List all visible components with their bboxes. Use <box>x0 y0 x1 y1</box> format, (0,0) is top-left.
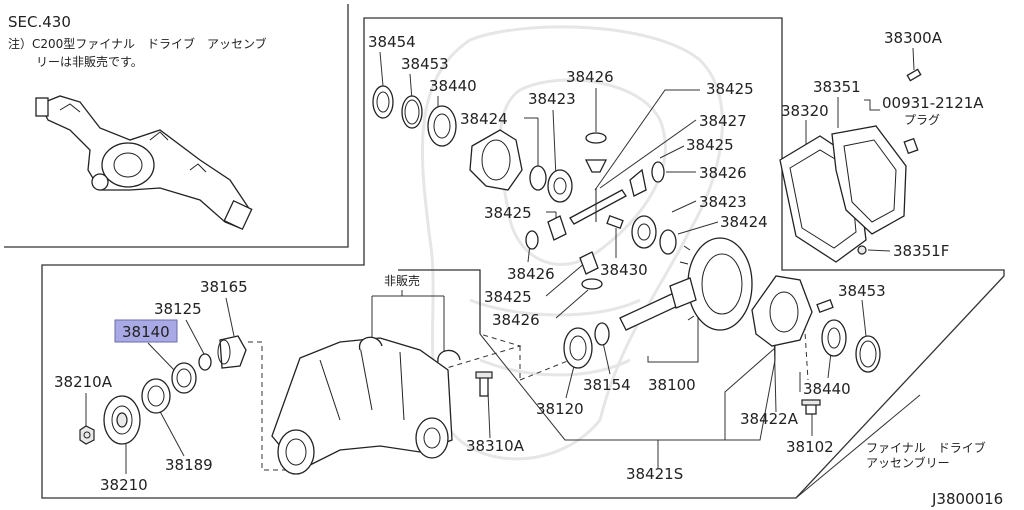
bearing-38440-right <box>821 319 847 357</box>
final-drive-line2: アッセンブリー <box>866 455 950 470</box>
part-00931-label[interactable]: 00931-2121A <box>882 94 984 112</box>
bolt-38300A <box>906 68 922 82</box>
sec-label: SEC.430 <box>8 13 71 31</box>
seal-38454 <box>372 85 394 119</box>
washer-38426-a <box>585 132 607 144</box>
washer-38426-d <box>581 278 603 290</box>
part-38425-c-label[interactable]: 38425 <box>484 204 532 222</box>
part-38453-top-label[interactable]: 38453 <box>401 55 449 73</box>
washer-38125 <box>198 353 212 371</box>
oil-seal-38189 <box>141 378 171 414</box>
shim-38453-top <box>401 95 423 129</box>
pinion-gear-38425-d <box>579 251 599 275</box>
side-gear-38424-a <box>529 165 547 191</box>
diagram-code: J3800016 <box>931 490 1003 508</box>
lock-pin-38430 <box>606 215 624 229</box>
bearing-caps <box>358 336 461 363</box>
part-38210-label[interactable]: 38210 <box>100 476 148 494</box>
part-38310A-label[interactable]: 38310A <box>466 437 525 455</box>
part-38426-c-label[interactable]: 38426 <box>507 265 555 283</box>
pinion-shaft-38427 <box>569 188 627 225</box>
part-38421S-label[interactable]: 38421S <box>626 465 683 483</box>
part-38210A-label[interactable]: 38210A <box>54 373 113 391</box>
part-38125-label[interactable]: 38125 <box>154 300 202 318</box>
part-38120-label[interactable]: 38120 <box>536 400 584 418</box>
plug-00931 <box>903 137 919 155</box>
differential-case-right <box>751 275 813 347</box>
companion-flange-38210 <box>103 395 141 445</box>
bolt-38310A <box>475 371 493 397</box>
inset-note-line2: リーは非販売です。 <box>36 54 143 69</box>
carrier-housing <box>271 337 453 475</box>
pinion-gear-38425-c <box>547 215 567 241</box>
part-38423-a-label[interactable]: 38423 <box>528 90 576 108</box>
differential-group-bracket <box>398 269 481 334</box>
plug-label: プラグ <box>904 113 940 127</box>
part-38189-label[interactable]: 38189 <box>165 456 213 474</box>
part-38320-label[interactable]: 38320 <box>781 102 829 120</box>
part-38440-right-label[interactable]: 38440 <box>803 380 851 398</box>
bolt-38422A <box>816 299 834 313</box>
part-38102-label[interactable]: 38102 <box>786 438 834 456</box>
part-38425-b-label[interactable]: 38425 <box>686 136 734 154</box>
part-38424-b-label[interactable]: 38424 <box>720 213 768 231</box>
part-38430-label[interactable]: 38430 <box>600 261 648 279</box>
part-38100-label[interactable]: 38100 <box>648 376 696 394</box>
pinion-gear-38425-b <box>629 168 647 197</box>
nut-38210A <box>79 425 95 445</box>
part-38440-top-label[interactable]: 38440 <box>429 77 477 95</box>
rear-axle-illustration <box>35 95 253 231</box>
part-38426-d-label[interactable]: 38426 <box>492 311 540 329</box>
part-38154-label[interactable]: 38154 <box>583 376 631 394</box>
bearing-38440-top <box>427 105 457 147</box>
bolt-38102 <box>801 399 821 415</box>
drive-pinion-38100 <box>619 277 697 331</box>
part-38140-label[interactable]: 38140 <box>122 323 170 341</box>
part-38423-b-label[interactable]: 38423 <box>699 193 747 211</box>
washer-38426-c <box>525 230 539 250</box>
inset-frame <box>4 4 349 248</box>
inset-note-line1: 注）C200型ファイナル ドライブ アッセンブ <box>8 36 267 51</box>
differential-case <box>469 129 523 191</box>
rear-cover-38351 <box>831 125 907 235</box>
group-38421S-bracket <box>479 320 776 441</box>
spacer-38165 <box>217 335 247 369</box>
part-38425-a-label[interactable]: 38425 <box>706 80 754 98</box>
part-38351-label[interactable]: 38351 <box>813 78 861 96</box>
final-drive-line1: ファイナル ドライブ <box>866 440 986 455</box>
shim-38453-right <box>855 335 881 373</box>
part-38454-label[interactable]: 38454 <box>368 33 416 51</box>
part-38165-label[interactable]: 38165 <box>200 278 248 296</box>
plug-38351F <box>857 245 867 255</box>
highlight-38140 <box>114 319 178 343</box>
side-gear-38423-a <box>547 169 573 203</box>
part-38424-a-label[interactable]: 38424 <box>460 110 508 128</box>
leader-lines <box>85 47 915 474</box>
side-gear-38423-b <box>631 215 657 249</box>
pinion-gear-38425-a <box>584 159 608 173</box>
part-38426-b-label[interactable]: 38426 <box>699 164 747 182</box>
part-38422A-label[interactable]: 38422A <box>740 410 799 428</box>
part-38427-label[interactable]: 38427 <box>699 112 747 130</box>
part-38300A-label[interactable]: 38300A <box>884 29 943 47</box>
bearing-38120 <box>563 327 593 369</box>
not-sold-label: 非販売 <box>384 273 420 288</box>
main-frame <box>41 17 1005 499</box>
part-38453-right-label[interactable]: 38453 <box>838 282 886 300</box>
washer-38426-b <box>651 161 665 183</box>
washer-38424-b <box>659 229 677 255</box>
bearing-38140 <box>171 362 197 394</box>
collapsible-spacer-38154 <box>594 322 610 346</box>
part-38426-a-label[interactable]: 38426 <box>566 68 614 86</box>
part-38425-d-label[interactable]: 38425 <box>484 288 532 306</box>
part-38351F-label[interactable]: 38351F <box>893 242 949 260</box>
